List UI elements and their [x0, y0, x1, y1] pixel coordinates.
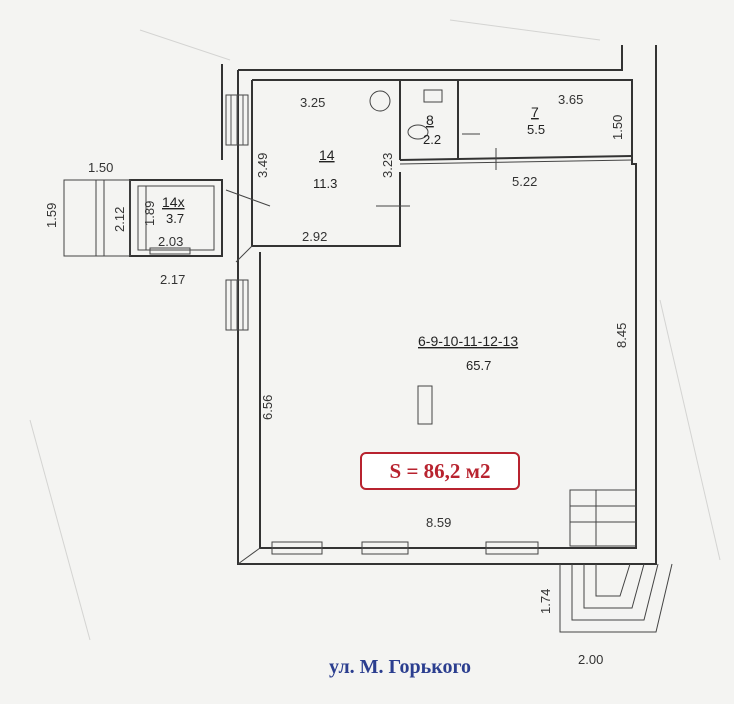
dim-2-92: 2.92: [302, 229, 327, 244]
scan-background-marks: [29, 19, 721, 641]
room-7-number: 7: [531, 104, 539, 120]
dim-8-59: 8.59: [426, 515, 451, 530]
room-14x-annex: [63, 179, 271, 257]
room-14-number: 14: [319, 147, 335, 163]
dim-3-49: 3.49: [255, 153, 270, 178]
room-8-number: 8: [426, 112, 434, 128]
dim-1-59: 1.59: [44, 203, 59, 228]
room-14-walls: [235, 80, 410, 263]
dim-1-89: 1.89: [142, 201, 157, 226]
entrance-stairs: [559, 489, 673, 633]
rooms-7-8-walls: [399, 80, 633, 170]
dim-2-03: 2.03: [158, 234, 183, 249]
dim-1-50-right: 1.50: [610, 115, 625, 140]
dim-3-65: 3.65: [558, 92, 583, 107]
dim-2-12: 2.12: [112, 207, 127, 232]
dim-1-50-annex: 1.50: [88, 160, 113, 175]
dim-3-23: 3.23: [380, 153, 395, 178]
dim-8-45: 8.45: [614, 323, 629, 348]
dim-2-17: 2.17: [160, 272, 185, 287]
bottom-wall-windows: [271, 541, 539, 555]
room-7-area: 5.5: [527, 122, 545, 137]
dim-5-22: 5.22: [512, 174, 537, 189]
room-14-area: 11.3: [313, 176, 337, 191]
room-main-area: 65.7: [466, 358, 491, 373]
room-14x-area: 3.7: [166, 211, 184, 226]
left-wall-windows: [225, 94, 249, 331]
street-label: ул. М. Горького: [328, 656, 472, 678]
column-pillar: [417, 385, 433, 425]
room-14x-number: 14х: [162, 194, 185, 210]
dimension-labels: 3.25 3.49 3.23 2.92 3.65 1.50 5.22 1.50 …: [44, 92, 629, 667]
outer-walls: [221, 45, 657, 565]
dim-6-56: 6.56: [260, 395, 275, 420]
room-labels: 14 11.3 14х 3.7 8 2.2 7 5.5 6-9-10-11-12…: [162, 104, 545, 373]
total-area-badge: S = 86,2 м2: [360, 452, 520, 490]
room-main-number: 6-9-10-11-12-13: [418, 333, 518, 349]
room-8-area: 2.2: [423, 132, 441, 147]
dim-1-74: 1.74: [538, 589, 553, 614]
dim-3-25: 3.25: [300, 95, 325, 110]
dim-2-00: 2.00: [578, 652, 603, 667]
